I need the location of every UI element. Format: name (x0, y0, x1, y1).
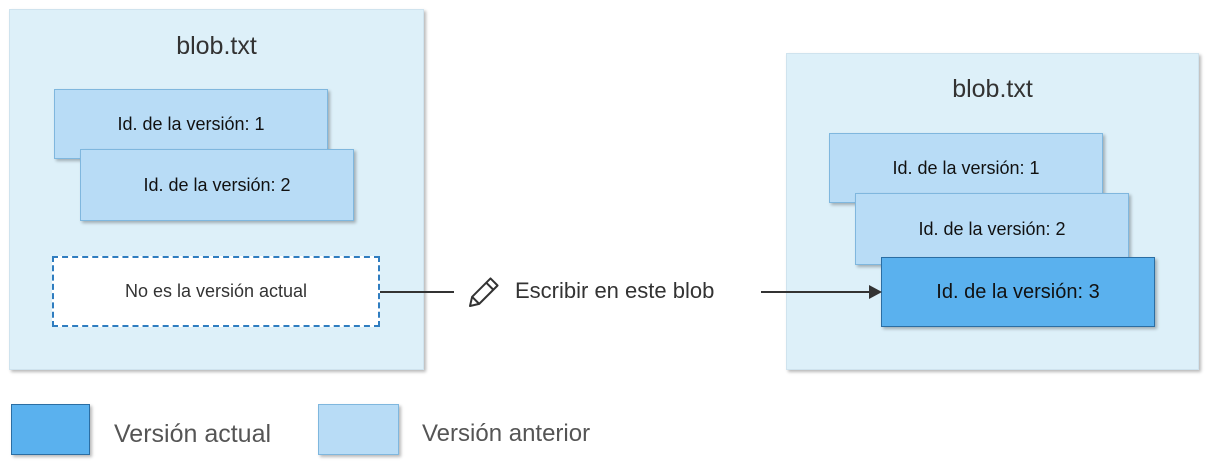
write-to-blob-label: Escribir en este blob (515, 278, 715, 303)
legend-current-swatch (11, 404, 90, 455)
legend-previous-label: Versión anterior (422, 420, 591, 447)
right-panel-title: blob.txt (952, 75, 1033, 103)
right-version-2-box: Id. de la versión: 2 (855, 193, 1129, 265)
left-blob-panel: blob.txt Id. de la versión: 1 Id. de la … (9, 9, 424, 370)
pencil-icon (469, 277, 499, 307)
right-version-3-current-box: Id. de la versión: 3 (881, 257, 1155, 327)
right-blob-panel: blob.txt Id. de la versión: 1 Id. de la … (786, 53, 1199, 370)
left-version-2-box: Id. de la versión: 2 (80, 149, 354, 221)
not-current-version-box: No es la versión actual (52, 256, 380, 327)
left-panel-title: blob.txt (176, 32, 257, 60)
legend-current-label: Versión actual (114, 420, 272, 448)
arrow-head-icon (869, 285, 882, 299)
right-version-1-box: Id. de la versión: 1 (829, 133, 1103, 203)
legend-previous-swatch (318, 404, 399, 455)
